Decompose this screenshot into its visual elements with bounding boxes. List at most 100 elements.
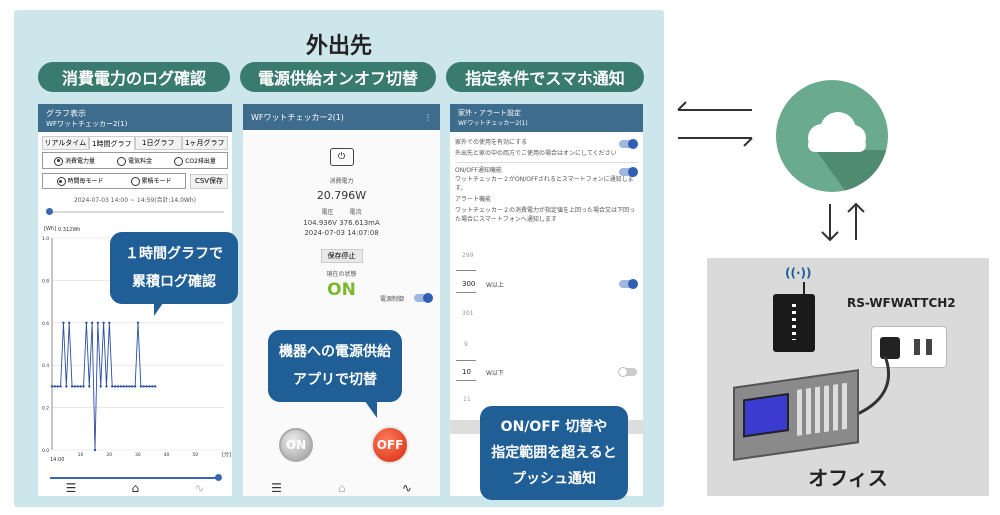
time-scroll-thumb[interactable]: [215, 474, 222, 481]
tab-hour[interactable]: 1時間グラフ: [88, 136, 135, 150]
y-tick-label: 0.0: [42, 448, 49, 454]
graph-title: グラフ表示: [46, 109, 86, 118]
bubble-power: 機器への電源供給アプリで切替: [268, 330, 402, 402]
data-point: [70, 385, 74, 388]
x-tick-label: 10: [78, 452, 84, 458]
instrument-icon: [733, 369, 859, 461]
tab-month[interactable]: 1ヶ月グラフ: [181, 136, 228, 150]
chart-x-start: 14:00: [50, 457, 64, 463]
office-label: オフィス: [808, 466, 888, 490]
data-point: [151, 385, 154, 388]
phone-power: WFワットチェッカー2(1) ⋮ ⏻ 消費電力 20.796W 電圧 電流 10…: [243, 104, 440, 496]
bubble-graph: １時間グラフで累積ログ確認: [110, 232, 238, 304]
data-point: [90, 321, 94, 324]
data-point: [108, 321, 111, 324]
data-point: [154, 385, 157, 388]
data-point: [79, 385, 82, 388]
graph-subtitle: WFワットチェッカー2(1): [46, 120, 128, 128]
upper-alert-toggle[interactable]: [619, 279, 638, 289]
sync-arrows-horizontal: [677, 101, 753, 147]
alert-subtitle: WFワットチェッカー2(1): [458, 120, 528, 127]
bubble-graph-tail: [154, 290, 172, 316]
home-icon[interactable]: ⌂: [131, 481, 140, 495]
data-point: [85, 321, 88, 324]
wifi-icon: ((·)): [785, 266, 812, 280]
csv-save-button[interactable]: CSV保存: [190, 173, 228, 189]
alert-desc: ワットチェッカー２の消費電力が指定値を上回った場合又は下回った場合にスマートフォ…: [455, 207, 636, 223]
data-point: [50, 385, 54, 388]
cloud-icon: [808, 112, 888, 192]
power-value: 20.796W: [316, 189, 367, 202]
menu-icon[interactable]: ☰: [65, 481, 77, 495]
home-icon-2[interactable]: ⌂: [338, 481, 346, 495]
more-icon[interactable]: ⋮: [424, 112, 432, 122]
data-point: [65, 385, 68, 388]
lower-alert-toggle[interactable]: [618, 367, 637, 377]
power-control-label: 電源制御: [379, 296, 404, 303]
outlet-icon: ⏻: [329, 148, 354, 166]
data-point: [68, 321, 71, 324]
data-point: [142, 385, 145, 388]
radio-co2[interactable]: CO2排出量: [174, 156, 216, 166]
state-value: ON: [327, 280, 356, 300]
x-tick-label: 20: [106, 452, 112, 458]
picker2-prev: 9: [464, 341, 468, 348]
data-point: [99, 385, 102, 388]
device-label: RS-WFWATTCH2: [847, 296, 956, 310]
picker2-unit: W以下: [486, 370, 504, 377]
tab-realtime[interactable]: リアルタイム: [42, 136, 89, 150]
stop-save-button[interactable]: 保存停止: [320, 249, 363, 263]
remote-label: 家外での使用を有効にする: [455, 139, 528, 146]
data-point: [148, 385, 151, 388]
radio-hourly[interactable]: 時間毎モード: [56, 176, 103, 186]
data-point: [128, 385, 131, 388]
data-point: [116, 385, 120, 388]
tab-day[interactable]: 1日グラフ: [135, 136, 182, 150]
power-control-toggle[interactable]: [414, 293, 433, 303]
remote-toggle[interactable]: [619, 139, 638, 149]
data-point: [59, 385, 62, 388]
x-tick-label: 40: [164, 452, 170, 458]
onoff-desc: ワットチェッカー２がON/OFFされるとスマートフォンに通知します。: [455, 176, 634, 192]
range-slider-thumb[interactable]: [46, 208, 53, 215]
office-panel: ((·)) RS-WFWATTCH2 オフィス: [707, 258, 989, 496]
data-point: [82, 385, 85, 388]
data-point: [76, 385, 79, 388]
off-button[interactable]: OFF: [371, 426, 409, 464]
picker2-next: 11: [463, 396, 471, 403]
y-tick-label: 0.2: [42, 406, 49, 412]
graph-nav-icon-2[interactable]: ∿: [401, 481, 412, 495]
data-point: [133, 385, 137, 388]
sync-arrows-vertical: [821, 202, 865, 242]
power-label: 消費電力: [329, 178, 354, 185]
radio-cumulative[interactable]: 累積モード: [130, 176, 171, 186]
onoff-toggle[interactable]: [619, 167, 638, 177]
data-point: [73, 385, 77, 388]
picker1-value[interactable]: 300: [462, 280, 476, 288]
data-point: [113, 385, 117, 388]
bubble-notify: ON/OFF 切替や指定範囲を超えるとプッシュ通知: [480, 406, 628, 500]
on-button[interactable]: ON: [279, 428, 313, 462]
x-tick-label: 50: [192, 452, 198, 458]
data-point: [88, 385, 91, 388]
radio-cost[interactable]: 電気料金: [117, 156, 152, 166]
picker2-value[interactable]: 10: [462, 368, 471, 376]
data-point: [62, 321, 65, 324]
data-point: [145, 385, 148, 388]
data-point: [53, 385, 57, 388]
data-point: [131, 385, 134, 388]
picker1-unit: W以上: [486, 282, 504, 289]
data-point: [102, 321, 105, 324]
alert-label: アラート機能: [455, 196, 492, 203]
menu-icon-2[interactable]: ☰: [271, 481, 282, 495]
range-text: 2024-07-03 14:00 ~ 14:59(合計:14.0Wh): [74, 197, 196, 204]
y-tick-label: 0.8: [42, 278, 49, 284]
radio-energy[interactable]: 消費電力量: [54, 156, 95, 166]
outdoor-title: 外出先: [305, 34, 372, 59]
time-scrollbar[interactable]: [50, 477, 220, 479]
graph-nav-icon[interactable]: ∿: [194, 481, 205, 495]
pill-log: 消費電力のログ確認: [38, 62, 230, 92]
picker1-prev: 299: [462, 252, 474, 259]
data-point: [125, 385, 128, 388]
timestamp: 2024-07-03 14:07:08: [304, 229, 379, 237]
